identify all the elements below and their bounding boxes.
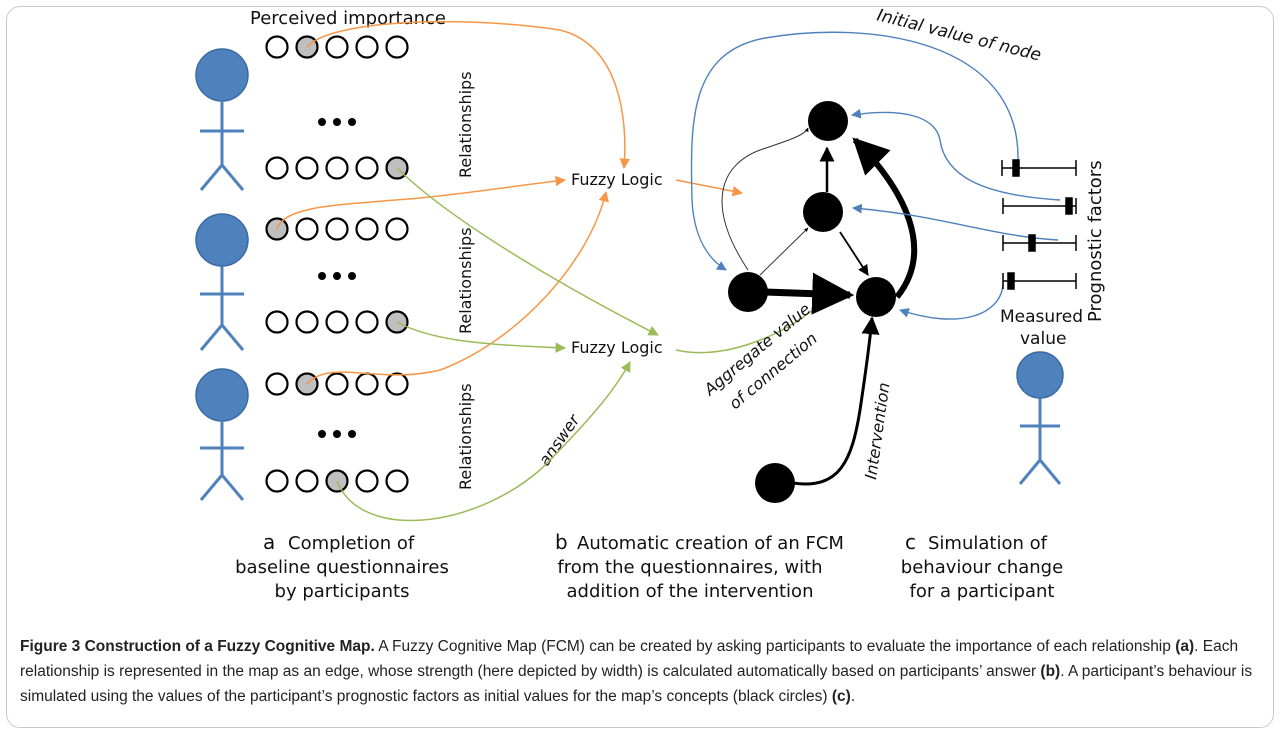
perceived-importance-label: Perceived importance <box>250 8 446 29</box>
relationships-label-3: Relationships <box>456 383 475 490</box>
panel-a-title-line2: baseline questionnaires <box>235 557 449 578</box>
fcm-node-intervention <box>755 463 795 503</box>
green-connectors <box>336 167 826 522</box>
fuzzy-logic-label-1: Fuzzy Logic <box>571 170 663 189</box>
panel-c-letter: c <box>905 530 916 554</box>
relationships-label-2: Relationships <box>456 227 475 334</box>
relationships-label-1: Relationships <box>456 71 475 178</box>
prognostic-factors-label: Prognostic factors <box>1085 160 1106 322</box>
caption-ref-c: (c) <box>831 688 851 705</box>
measured-label-line2: value <box>1020 329 1066 349</box>
fcm-nodes <box>728 101 896 503</box>
initial-value-label: Initial value of node <box>875 5 1043 65</box>
participant-icon-3 <box>195 368 249 501</box>
panel-a-title-line1: Completion of <box>288 533 415 554</box>
caption-text-4: . <box>850 688 856 705</box>
participant-icon-1 <box>195 48 249 191</box>
participant-icon-4 <box>1016 351 1064 485</box>
prognostic-sliders <box>1001 159 1077 290</box>
orange-connectors <box>276 20 744 385</box>
caption-text-1: A Fuzzy Cognitive Map (FCM) can be creat… <box>374 638 1176 655</box>
panel-c-title-line1: Simulation of <box>928 533 1048 554</box>
caption-ref-a: (a) <box>1175 638 1195 655</box>
ellipsis-dots <box>318 118 356 438</box>
fcm-node-top <box>808 101 848 141</box>
panel-b-letter: b <box>555 530 568 554</box>
questionnaire-rows <box>265 35 409 493</box>
figure-caption: Figure 3 Construction of a Fuzzy Cogniti… <box>20 634 1260 709</box>
fcm-node-middle <box>803 192 843 232</box>
panel-b-title-line3: addition of the intervention <box>567 581 814 602</box>
caption-ref-b: (b) <box>1040 663 1061 680</box>
caption-label: Figure 3 Construction of a Fuzzy Cogniti… <box>20 638 375 655</box>
intervention-label: Intervention <box>861 381 893 480</box>
fcm-node-left <box>728 272 768 312</box>
panel-b-title-line2: from the questionnaires, with <box>557 557 822 578</box>
participant-icon-2 <box>195 213 249 351</box>
panel-a-title-line3: by participants <box>275 581 410 602</box>
answer-label: answer <box>535 410 585 469</box>
fcm-edges <box>721 127 918 486</box>
figure-frame <box>6 6 1274 728</box>
panel-b-title: b Automatic creation of an FCM from the … <box>555 530 844 602</box>
caption-text-2: . Each relationship is represented in th… <box>20 638 1239 680</box>
caption-text-3: . A participant’s behaviour is simulated… <box>20 663 1253 705</box>
fcm-figure: Perceived importance Relationships Relat… <box>195 5 1106 602</box>
panel-b-title-line1: Automatic creation of an FCM <box>577 533 844 554</box>
measured-label-line1: Measured <box>1000 307 1083 327</box>
panel-c-title-line2: behaviour change <box>901 557 1063 578</box>
panel-a-title: a Completion of baseline questionnaires … <box>235 530 449 602</box>
fcm-node-right <box>856 277 896 317</box>
panel-c-title: c Simulation of behaviour change for a p… <box>901 530 1063 602</box>
panel-a-letter: a <box>263 530 275 554</box>
fuzzy-logic-label-2: Fuzzy Logic <box>571 338 663 357</box>
panel-c-title-line3: for a participant <box>910 581 1055 602</box>
